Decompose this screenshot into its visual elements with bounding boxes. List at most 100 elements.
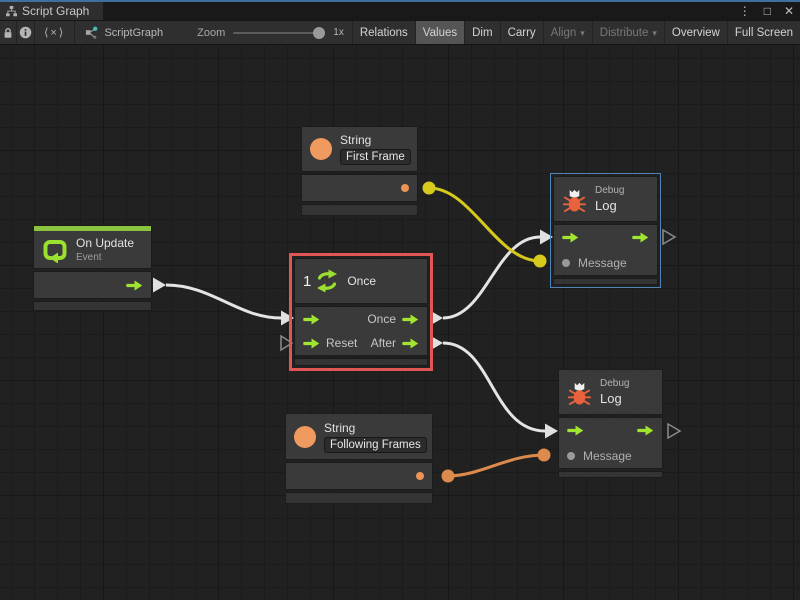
once-cycle-icon (317, 269, 338, 293)
connection-stringfollowing-message[interactable] (447, 453, 545, 478)
zoom-slider[interactable] (233, 26, 326, 39)
port-label-after: After (370, 336, 396, 350)
script-graph-asset-icon (86, 26, 98, 39)
code-view-button[interactable]: ⟨×⟩ (35, 21, 76, 44)
toolbar-button-dim[interactable]: Dim (464, 21, 499, 44)
value-endpoint-dot (533, 254, 547, 268)
node-title: On Update (76, 236, 135, 250)
tab-bar: Script Graph ⋮ □ ✕ (0, 2, 800, 20)
control-out-arrowhead (153, 277, 166, 293)
toolbar-button-distribute[interactable]: Distribute ▾ (591, 21, 664, 44)
unconnected-port-triangle[interactable] (280, 334, 294, 352)
string-type-icon (310, 138, 332, 160)
node-title: String (324, 420, 356, 435)
zoom-value: 1x (333, 27, 344, 38)
node-string-first[interactable]: String First Frame (301, 126, 418, 216)
toolbar-button-fullscreen[interactable]: Full Screen (726, 21, 800, 44)
string-value-field[interactable]: First Frame (340, 149, 411, 165)
event-color-strip (33, 225, 152, 231)
node-title: Log (595, 198, 617, 213)
control-out-arrowhead (430, 310, 443, 326)
node-on-update[interactable]: On Update Event (33, 225, 152, 311)
port-label-message: Message (583, 448, 632, 463)
connection-once-debugbottom[interactable] (442, 341, 546, 433)
control-in-arrowhead (281, 310, 294, 326)
node-subtitle: Event (76, 252, 102, 263)
control-input-port[interactable] (303, 313, 320, 325)
lock-icon (4, 27, 12, 38)
control-input-port[interactable] (303, 337, 320, 349)
string-type-icon (294, 425, 316, 448)
tab-script-graph[interactable]: Script Graph (0, 2, 104, 20)
node-category: Debug (595, 185, 625, 196)
chevron-down-icon: ▾ (652, 28, 657, 38)
unconnected-port-triangle[interactable] (662, 228, 677, 246)
breadcrumb[interactable]: ScriptGraph (75, 21, 171, 44)
tab-title: Script Graph (22, 4, 90, 18)
zoom-slider-handle[interactable] (313, 26, 326, 39)
graph-tree-icon (6, 5, 17, 16)
port-label-reset: Reset (326, 336, 358, 350)
node-debug-log-bottom[interactable]: Debug Log Message (558, 369, 663, 478)
node-title: Once (347, 274, 377, 288)
breadcrumb-label: ScriptGraph (104, 26, 164, 39)
node-footer (553, 278, 658, 285)
control-in-arrowhead (540, 229, 553, 245)
value-input-port[interactable] (562, 258, 570, 267)
string-value-field[interactable]: Following Frames (324, 436, 427, 453)
port-label-message: Message (578, 255, 627, 270)
value-output-port[interactable] (416, 472, 424, 480)
value-endpoint-dot (441, 469, 455, 483)
connection-once-debugtop[interactable] (442, 235, 541, 320)
close-icon[interactable]: ✕ (783, 4, 794, 18)
control-output-port[interactable] (402, 337, 419, 349)
toolbar-button-overview[interactable]: Overview (663, 21, 727, 44)
connections-layer (153, 181, 682, 483)
port-label-once: Once (367, 312, 396, 326)
toolbar-button-values[interactable]: Values (414, 21, 465, 44)
value-endpoint-dot (537, 448, 551, 462)
iteration-count: 1 (303, 272, 312, 290)
code-icon: ⟨×⟩ (44, 27, 66, 39)
control-output-port[interactable] (637, 425, 654, 436)
graph-toolbar: ⟨×⟩ ScriptGraph Zoom 1x Relations Values… (0, 20, 800, 45)
control-output-port[interactable] (402, 313, 419, 325)
node-title: Log (600, 391, 622, 406)
node-debug-log-top[interactable]: Debug Log Message (550, 173, 661, 288)
info-icon (19, 26, 32, 39)
node-footer (285, 492, 433, 504)
connection-onupdate-once[interactable] (165, 283, 282, 320)
node-footer (294, 358, 428, 366)
control-input-port[interactable] (567, 425, 584, 436)
control-output-port[interactable] (632, 232, 649, 243)
toolbar-button-align[interactable]: Align ▾ (542, 21, 592, 44)
control-output-port[interactable] (126, 279, 143, 291)
maximize-icon[interactable]: □ (763, 4, 771, 18)
value-output-port[interactable] (401, 184, 409, 192)
node-once[interactable]: 1 Once (289, 253, 433, 371)
node-category: Debug (600, 378, 630, 389)
graph-canvas[interactable]: String First Frame On Update Event (0, 45, 800, 600)
value-input-port[interactable] (567, 451, 575, 460)
control-in-arrowhead (545, 423, 558, 439)
zoom-control: Zoom 1x (171, 21, 352, 44)
bug-icon (567, 382, 592, 405)
event-loop-icon (43, 239, 67, 263)
unconnected-port-triangle[interactable] (667, 422, 682, 440)
control-input-port[interactable] (562, 232, 579, 243)
node-string-following[interactable]: String Following Frames (285, 413, 433, 504)
control-out-arrowhead (430, 335, 443, 351)
focus-accent-line (0, 0, 800, 2)
connection-stringfirst-message[interactable] (428, 186, 541, 263)
node-footer (33, 301, 152, 311)
chevron-down-icon: ▾ (580, 28, 585, 38)
node-footer (558, 471, 663, 478)
toolbar-button-carry[interactable]: Carry (499, 21, 543, 44)
more-menu-icon[interactable]: ⋮ (738, 4, 751, 18)
lock-button[interactable] (0, 21, 18, 44)
node-title: String (340, 133, 372, 147)
inspect-button[interactable] (17, 21, 35, 44)
toolbar-button-relations[interactable]: Relations (351, 21, 415, 44)
node-footer (301, 204, 418, 216)
